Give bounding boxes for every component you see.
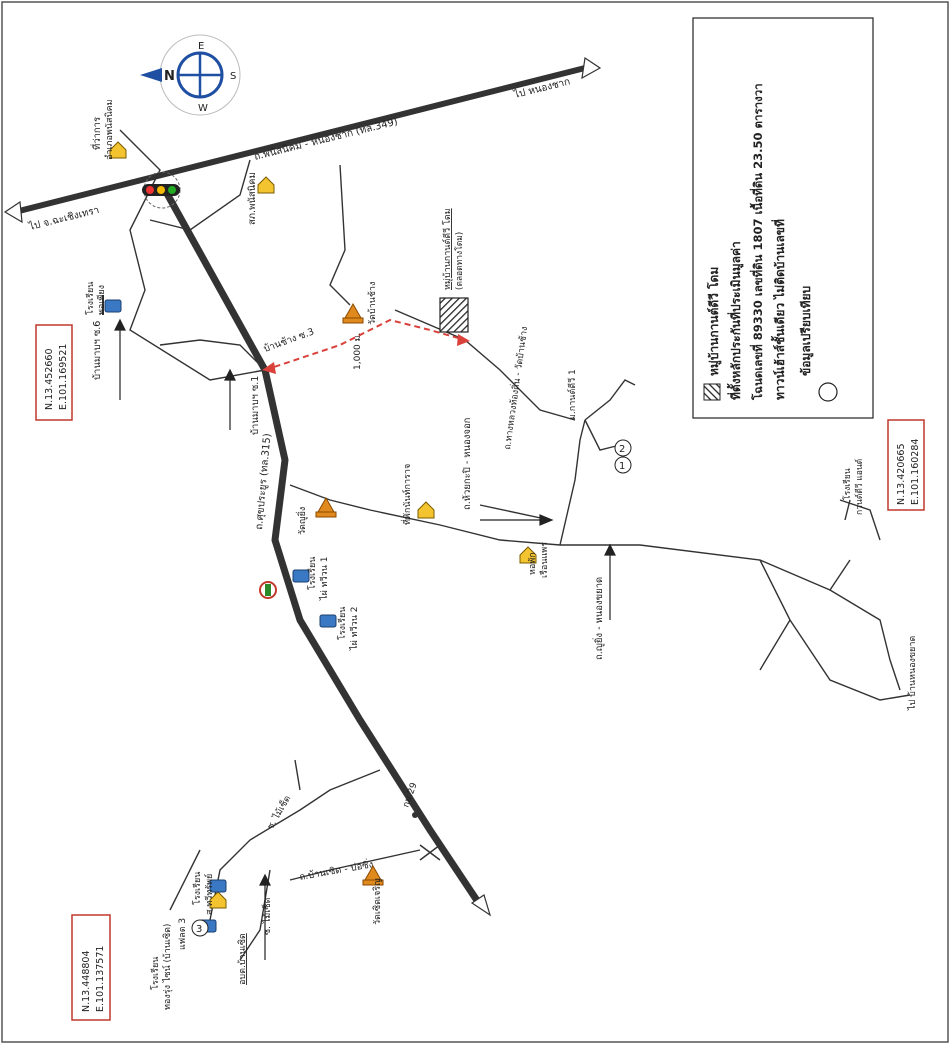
label-amphoe2: อำเภอพนัสนิคม — [104, 99, 115, 160]
coord-box-right: N.13.420665 E.101.160284 — [887, 419, 925, 511]
label-hostel: หอพัก — [528, 552, 538, 575]
label-wat-banchet: วัดเซิดเจริญ — [372, 878, 383, 925]
label-banchet-road: ถ.บ้านเซิด - บ่อซิ่ง — [298, 857, 374, 883]
label-to-nongkhayat: ไป บ้านหนองขยาด — [907, 636, 918, 711]
label-school-sat2: ส.ทวีทรัพย์ — [203, 874, 215, 915]
coord-bottom-e: E.101.137571 — [95, 946, 106, 1012]
coord-top-n: N.13.452660 — [44, 349, 55, 411]
label-village-sub: (ตลอดทางโดม) — [454, 232, 465, 290]
fuel-icon — [259, 581, 277, 599]
label-school-tawee1b: ไผ่ ทวีวน 1 — [319, 557, 330, 601]
legend-title: หมู่บ้านกานต์ดีวี โดม — [706, 267, 722, 376]
label-highway349: ถ.พนัสนิคม - หนองชาก (ทล.349) — [253, 117, 399, 163]
label-school-tawee1: โรงเรียน — [307, 557, 318, 590]
label-police: สภ.พนัสนิคม — [247, 172, 258, 225]
label-soi-maiched2: ซ. ไม้เซ็ด — [260, 898, 273, 935]
highway-349 — [3, 56, 602, 224]
label-hostel2: เรือนแพร — [539, 542, 550, 578]
km-marker — [412, 812, 441, 861]
legend-box: หมู่บ้านกานต์ดีวี โดม ที่ตั้งหลักประกันท… — [692, 17, 874, 419]
label-school-phopiang: โรงเรียน — [85, 282, 96, 315]
school-icons — [104, 299, 337, 933]
highway-315 — [161, 188, 492, 917]
circle-2: 2 — [619, 444, 625, 455]
label-kanti1: ม.กานต์ดีวี 1 — [566, 369, 578, 420]
label-flat3: แฟลต 3 — [178, 918, 188, 950]
label-soi-wat: ถ.ทางหลวงท้องถิ่น - วัดบ้านช้าง — [500, 326, 530, 451]
label-school-kanti: โรงเรียน — [842, 468, 853, 500]
label-amphoe: ที่ว่าการ — [90, 117, 103, 150]
compass-n: N — [164, 69, 175, 84]
traffic-light-junction — [142, 171, 181, 209]
circle-3: 3 — [196, 924, 202, 935]
label-wat-banchang: วัดบ้านช้าง — [367, 282, 378, 325]
label-nan-kaew: ที่พักนันท์การาจ — [400, 464, 413, 525]
legend-line2: โฉนดเลขที่ 89330 เลขที่ดิน 1807 เนื้อที่… — [749, 83, 765, 401]
legend-circle-icon — [818, 382, 838, 402]
label-school-thongrung2: ทองรุ่ง ไซน์ (บ้านเซิด) — [161, 924, 173, 1010]
comparison-circles — [191, 439, 632, 937]
compass-e: E — [198, 41, 204, 52]
temple-icons — [315, 302, 384, 886]
coord-bottom-n: N.13.448804 — [81, 951, 92, 1013]
label-school-tawee2: โรงเรียน — [337, 607, 348, 640]
route-to-village — [262, 318, 470, 374]
coord-right-n: N.13.420665 — [896, 444, 907, 506]
label-huaikapi: ถ.ห้วยกะปิ - หนองจอก — [462, 417, 473, 510]
legend-line3: ทาวน์เฮ้าส์ชั้นเดียว ไม่ติดบ้านเลขที่ — [770, 219, 787, 400]
legend-line1: ที่ตั้งหลักประกันที่ประเมินมูลค่า — [726, 241, 744, 400]
road-arrows — [114, 318, 616, 960]
label-school-kanti2: กานต์ดีวี แอนด์ — [854, 459, 865, 515]
coord-right-e: E.101.160284 — [910, 439, 921, 505]
legend-hatch-icon — [703, 383, 721, 401]
label-school-phopiang2: พอเพียง — [96, 285, 107, 315]
label-highway315: ถ.ศุขประยูร (ทล.315) — [254, 433, 273, 530]
label-yuying: ถ.ญูยิ่ง - หนองขยาด — [592, 577, 605, 660]
label-village-name: หมู่บ้านกานต์ดีวี โดม — [441, 208, 453, 290]
coord-box-bottom: N.13.448804 E.101.137571 — [71, 914, 111, 1021]
compass-w: W — [198, 103, 208, 114]
subject-property-marker — [439, 297, 469, 333]
label-wat-yuying: วัดญูยิ่ง — [295, 507, 308, 535]
label-banmang-soi6: บ้านมาบฯ ซ.6 — [92, 321, 103, 380]
label-school-thongrung: โรงเรียน — [150, 957, 161, 990]
coord-top-e: E.101.169521 — [58, 344, 69, 410]
coord-box-top: N.13.452660 E.101.169521 — [35, 324, 73, 421]
label-banmang-soi1: บ้านมาบฯ ซ.1 — [250, 376, 261, 435]
label-obt: อบต.บ้านเซิด — [237, 933, 248, 985]
label-school-sat: โรงเรียน — [192, 872, 203, 905]
compass-rose: N E S W — [140, 34, 241, 116]
label-soi-maiched: ซ. ไม้เซ็ด — [263, 793, 293, 832]
label-banchang-soi3: บ้านช้าง ซ.3 — [262, 326, 315, 354]
legend-line4: ข้อมูลเปรียบเทียบ — [799, 286, 814, 376]
house-icons — [109, 141, 537, 909]
label-distance: 1,000 ม. — [353, 333, 363, 370]
circle-1: 1 — [619, 461, 625, 472]
police-flag-icon — [102, 295, 104, 315]
compass-s: S — [230, 71, 236, 82]
label-school-tawee2b: ไผ่ ทวีวน 2 — [349, 607, 360, 651]
